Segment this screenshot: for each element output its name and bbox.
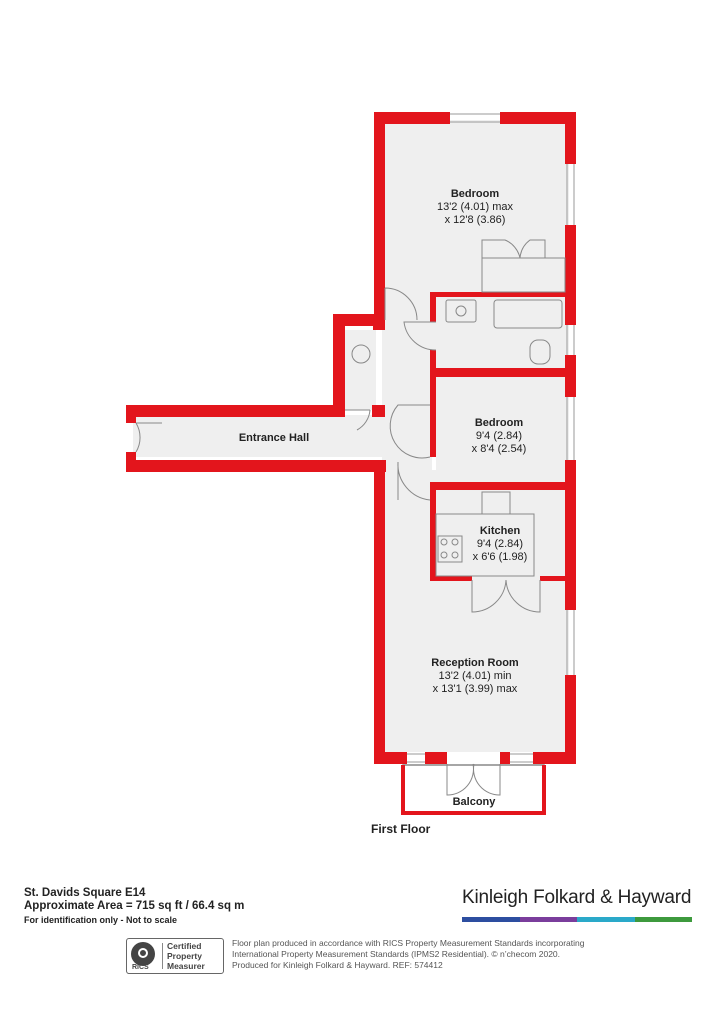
wall bbox=[126, 460, 386, 472]
measurement-notes: Floor plan produced in accordance with R… bbox=[232, 938, 632, 971]
wall bbox=[565, 460, 576, 610]
reception-door bbox=[397, 461, 431, 501]
hall-title: Entrance Hall bbox=[239, 432, 309, 444]
bedroom-1-dims-2: x 12'8 (3.86) bbox=[445, 214, 506, 226]
hob-icon bbox=[437, 535, 463, 563]
wall bbox=[565, 112, 576, 164]
floor-label: First Floor bbox=[371, 822, 431, 836]
wall bbox=[333, 314, 345, 414]
bedroom-2-dims-1: 9'4 (2.84) bbox=[476, 430, 522, 442]
wall bbox=[430, 292, 436, 322]
walls bbox=[126, 112, 576, 764]
wall bbox=[500, 112, 576, 124]
rics-badge: RICS Certified Property Measurer bbox=[126, 938, 224, 974]
wall bbox=[374, 112, 385, 324]
wardrobe bbox=[481, 257, 566, 293]
room-floors bbox=[133, 120, 569, 752]
boiler-icon bbox=[351, 344, 371, 364]
wall bbox=[565, 675, 576, 758]
brand-bar-4 bbox=[634, 917, 692, 922]
wall bbox=[500, 752, 510, 764]
wall bbox=[430, 377, 436, 457]
fixtures bbox=[351, 299, 563, 577]
interior-walls bbox=[373, 292, 571, 581]
reception-dims-2: x 13'1 (3.99) max bbox=[433, 683, 518, 695]
bedroom-1-dims-1: 13'2 (4.01) max bbox=[437, 201, 514, 213]
wall bbox=[533, 752, 576, 764]
kitchen-title: Kitchen bbox=[480, 525, 521, 537]
kitchen-dims-1: 9'4 (2.84) bbox=[477, 538, 523, 550]
bedroom-1-title: Bedroom bbox=[451, 188, 500, 200]
bedroom-2-title: Bedroom bbox=[475, 417, 524, 429]
wall bbox=[430, 482, 571, 490]
property-address: St. Davids Square E14 bbox=[24, 887, 146, 899]
bedroom-2-dims-2: x 8'4 (2.54) bbox=[472, 443, 527, 455]
brand-bar-2 bbox=[519, 917, 577, 922]
basin-icon bbox=[445, 299, 477, 323]
wall bbox=[430, 576, 472, 581]
wall bbox=[430, 292, 571, 297]
balcony-title: Balcony bbox=[453, 796, 497, 808]
wardrobe-doors bbox=[481, 239, 546, 259]
disclaimer: For identification only - Not to scale bbox=[24, 915, 178, 925]
notes-line-1: Floor plan produced in accordance with R… bbox=[232, 938, 585, 948]
notes-line-2: International Property Measurement Stand… bbox=[232, 949, 561, 959]
cupboard-door bbox=[345, 409, 371, 431]
reception-title: Reception Room bbox=[431, 657, 519, 669]
wall bbox=[126, 405, 345, 417]
cupboard-floor bbox=[341, 330, 376, 410]
brand-bar-3 bbox=[577, 917, 635, 922]
bathroom-door bbox=[403, 321, 437, 351]
reception-floor bbox=[382, 470, 569, 752]
wall bbox=[430, 482, 436, 580]
wall bbox=[565, 225, 576, 325]
reception-dims-1: 13'2 (4.01) min bbox=[438, 670, 511, 682]
bath-icon bbox=[493, 299, 563, 329]
balcony-doors bbox=[446, 763, 501, 796]
rics-certified-label: Certified Property Measurer bbox=[167, 941, 205, 971]
wall bbox=[372, 405, 385, 417]
kitchen-doors bbox=[471, 579, 541, 613]
wall bbox=[425, 752, 447, 764]
notes-line-3: Produced for Kinleigh Folkard & Hayward.… bbox=[232, 960, 443, 970]
wall bbox=[374, 112, 450, 124]
entrance-door bbox=[135, 422, 162, 453]
wall bbox=[430, 368, 571, 377]
brand-color-bars bbox=[462, 917, 692, 922]
rics-divider bbox=[162, 943, 163, 969]
rics-short: RICS bbox=[132, 964, 149, 971]
bathroom-floor bbox=[436, 297, 569, 368]
property-area: Approximate Area = 715 sq ft / 66.4 sq m bbox=[24, 900, 245, 912]
wall bbox=[374, 752, 407, 764]
bedroom-door bbox=[384, 287, 418, 321]
bedroom-2-floor bbox=[436, 377, 569, 483]
brand-logo: Kinleigh Folkard & Hayward bbox=[462, 887, 692, 908]
wall bbox=[126, 405, 136, 423]
wall bbox=[374, 460, 385, 758]
toilet-icon bbox=[529, 339, 551, 365]
balcony bbox=[401, 764, 546, 815]
wall bbox=[333, 314, 385, 326]
rics-logo-icon bbox=[131, 942, 155, 966]
wall bbox=[373, 326, 385, 330]
bedroom-2-door bbox=[389, 404, 431, 459]
wall bbox=[540, 576, 571, 581]
windows bbox=[407, 113, 575, 763]
hall-floor bbox=[133, 415, 431, 457]
kitchen-sink-icon bbox=[481, 491, 511, 515]
wall bbox=[430, 350, 436, 382]
hall-vertical-floor bbox=[382, 300, 432, 480]
brand-bar-1 bbox=[462, 917, 520, 922]
kitchen-dims-2: x 6'6 (1.98) bbox=[473, 551, 528, 563]
doors bbox=[135, 239, 546, 796]
